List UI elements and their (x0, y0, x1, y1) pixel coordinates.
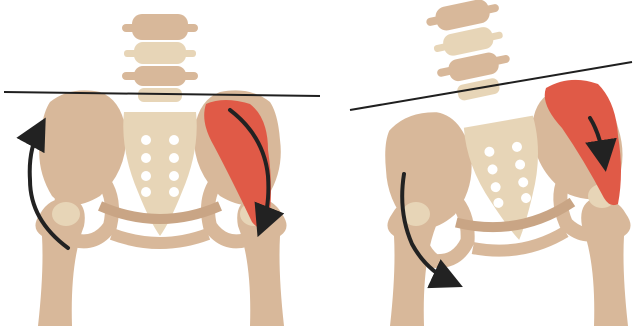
right-panel (350, 0, 636, 326)
left-panel (4, 14, 320, 326)
left-lumbar-spine (122, 14, 198, 102)
